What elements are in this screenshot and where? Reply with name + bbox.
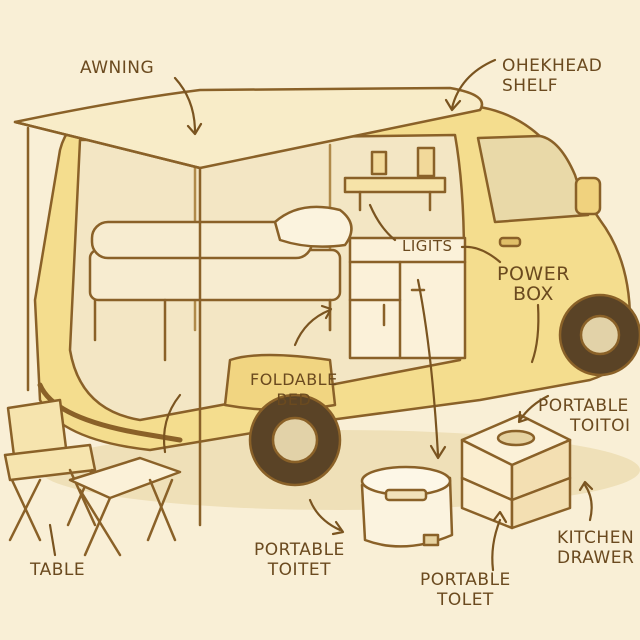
door-handle [498,236,522,248]
front-wheel [558,293,640,377]
label-overhead-shelf-line2: SHELF [502,76,559,96]
leader-arrows [48,58,594,572]
label-lights: LIGITS [402,237,453,255]
label-portable-toitoi: PORTABLE TOITOI [538,396,631,436]
label-portable-toitet-line1: PORTABLE [254,540,345,560]
portable-toilet-small [360,465,454,548]
label-power-box-line1: POWER [497,263,570,285]
label-power-box: POWER BOX [497,264,570,304]
rear-wheel [248,393,342,487]
rear-bumper [37,382,183,443]
label-portable-tolet: PORTABLE TOLET [420,570,511,610]
label-portable-toitoi-line1: PORTABLE [538,396,629,416]
label-foldable-bed: FOLDABLE BED [250,370,338,410]
label-overhead-shelf-line1: OHEKHEAD [502,56,603,76]
label-overhead-shelf: OHEKHEAD SHELF [502,56,602,96]
portable-toilet-box [460,413,572,530]
side-mirror [574,176,602,216]
label-foldable-bed-line2: BED [276,390,312,409]
label-awning: AWNING [80,58,155,78]
label-portable-toitet-line2: TOITET [267,560,332,580]
label-power-box-line2: BOX [512,283,554,305]
foldable-bed [88,205,353,412]
label-kitchen-drawer-line1: KITCHEN [557,528,635,548]
camp-chair [3,398,97,542]
label-portable-toitet: PORTABLE TOITET [254,540,345,580]
awning [13,86,484,527]
label-portable-tolet-line2: TOLET [436,590,494,610]
label-kitchen-drawer-line2: DRAWER [557,548,635,568]
kitchen-cabinet [348,236,467,360]
folding-table [68,456,182,557]
label-table: TABLE [30,560,86,580]
cab-window [476,134,590,224]
overhead-shelf [343,146,447,212]
label-portable-tolet-line1: PORTABLE [420,570,511,590]
label-kitchen-drawer: KITCHEN DRAWER [557,528,634,568]
label-portable-toitoi-line2: TOITOI [570,416,631,436]
label-foldable-bed-line1: FOLDABLE [250,370,338,389]
